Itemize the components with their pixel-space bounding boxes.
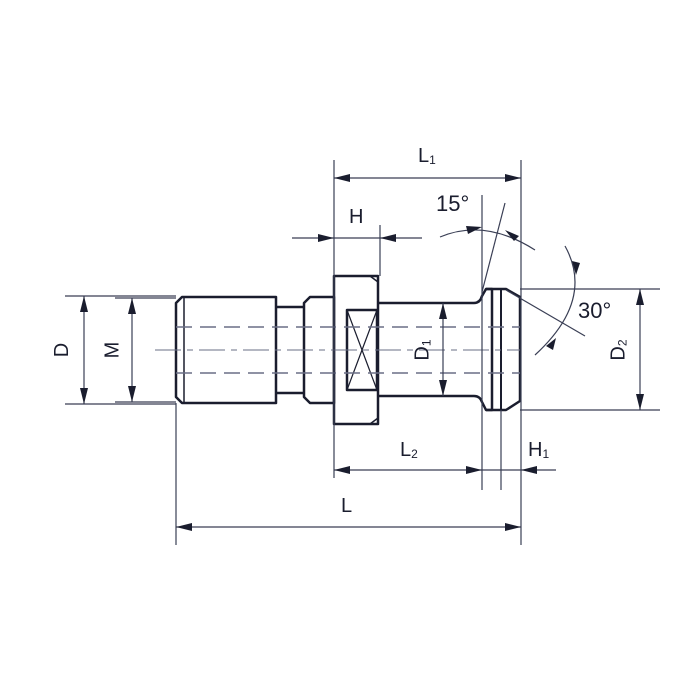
label-l1: L1: [418, 145, 436, 167]
label-h: H: [349, 206, 364, 228]
label-angle-30: 30°: [578, 298, 612, 323]
label-angle-15: 15°: [436, 191, 470, 216]
label-d2: D2: [607, 339, 630, 361]
label-d: D: [51, 342, 74, 358]
dimension-lines: [65, 160, 660, 545]
head: [486, 287, 522, 412]
label-d1: D1: [411, 339, 434, 361]
label-h1: H1: [528, 439, 550, 461]
hidden-lines: [176, 326, 520, 374]
shank: [378, 287, 494, 412]
label-m: M: [101, 341, 124, 359]
arrowheads: [80, 174, 644, 531]
thread-section: [174, 295, 278, 405]
label-l2: L2: [400, 439, 418, 461]
label-l: L: [341, 495, 353, 517]
